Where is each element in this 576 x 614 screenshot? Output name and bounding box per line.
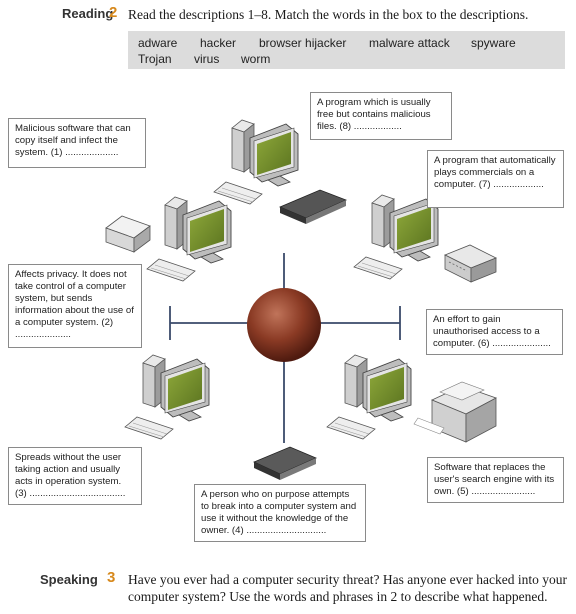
scanner-icon (278, 189, 348, 224)
description-3: Spreads without the user taking action a… (8, 447, 142, 505)
word-browser-hijacker: browser hijacker (259, 36, 347, 50)
word-spyware: spyware (471, 36, 516, 50)
router-icon (444, 244, 497, 283)
network-lines (169, 253, 401, 443)
computer-icon (353, 194, 439, 280)
computer-icon (326, 354, 412, 440)
description-4: A person who on purpose attempts to brea… (194, 484, 366, 542)
description-7: A program that automatically plays comme… (427, 150, 564, 208)
word-worm: worm (241, 52, 271, 66)
description-8: A program which is usually free but cont… (310, 92, 452, 140)
description-2: Affects privacy. It does not take contro… (8, 264, 142, 348)
computer-icon (213, 119, 299, 205)
speaking-label: Speaking (40, 572, 98, 587)
computer-icon (146, 196, 232, 282)
description-1: Malicious software that can copy itself … (8, 118, 146, 168)
description-5: Software that replaces the user's search… (427, 457, 564, 503)
word-malware-attack: malware attack (369, 36, 450, 50)
router-icon (105, 215, 151, 253)
description-6: An effort to gain unauthorised access to… (426, 309, 563, 355)
word-trojan: Trojan (138, 52, 172, 66)
reading-number: 2 (109, 4, 118, 21)
word-adware: adware (138, 36, 178, 50)
scanner-icon (253, 446, 318, 480)
speaking-number: 3 (107, 569, 116, 586)
printer-icon (413, 381, 497, 443)
word-hacker: hacker (200, 36, 237, 50)
word-virus: virus (194, 52, 220, 66)
hub-sphere-icon (247, 288, 321, 362)
reading-instruction: Read the descriptions 1–8. Match the wor… (128, 7, 529, 22)
speaking-question-line1: Have you ever had a computer security th… (128, 572, 567, 587)
speaking-question-line2: computer system? Use the words and phras… (128, 589, 548, 604)
word-box: adware hacker browser hijacker malware a… (128, 31, 565, 69)
computer-icon (124, 354, 210, 440)
reading-label: Reading (62, 6, 114, 21)
